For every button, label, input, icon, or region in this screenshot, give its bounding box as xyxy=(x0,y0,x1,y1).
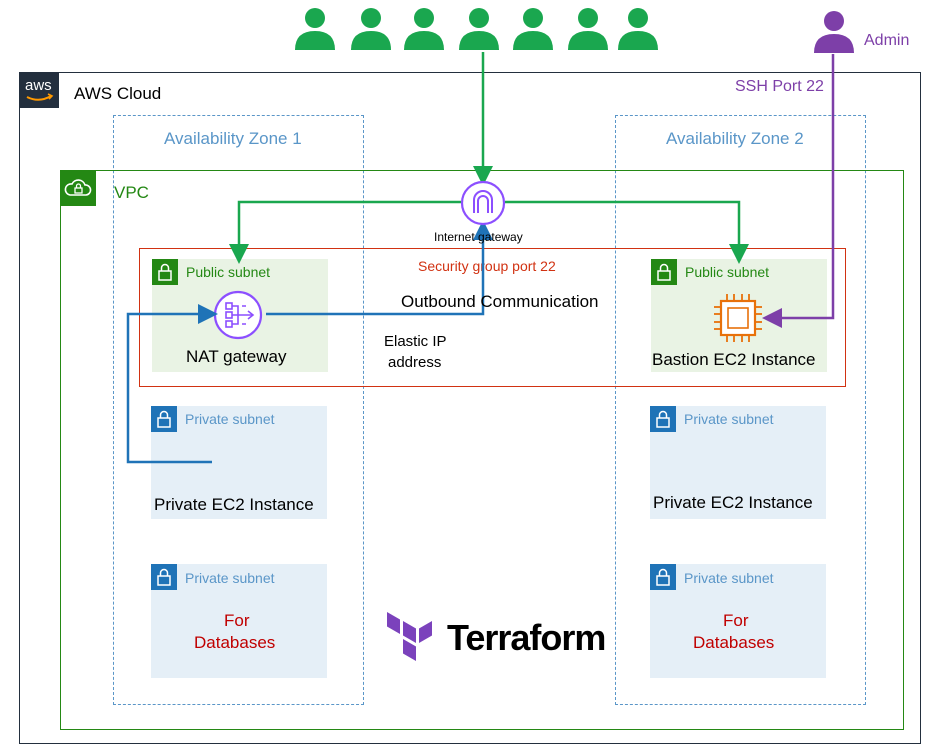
private-subnet-right-2 xyxy=(650,564,826,678)
terraform-label: Terraform xyxy=(447,617,606,658)
db-right-line1: For xyxy=(723,611,749,630)
aws-cloud-label: AWS Cloud xyxy=(74,84,162,103)
internet-gateway-label: Internet gateway xyxy=(434,230,523,244)
security-group-label: Security group port 22 xyxy=(418,258,556,274)
public-subnet-right-label: Public subnet xyxy=(685,264,770,280)
vpc-label: VPC xyxy=(114,183,149,202)
admin-ssh-line xyxy=(762,54,835,328)
ec2-instance-icon[interactable] xyxy=(709,289,767,347)
db-left-line1: For xyxy=(224,611,250,630)
user-icon xyxy=(351,8,391,50)
public-subnet-right-lock-icon xyxy=(651,259,677,285)
public-subnet-left-label: Public subnet xyxy=(186,264,271,280)
user-icon xyxy=(459,8,499,50)
private-ec2-right-label: Private EC2 Instance xyxy=(653,493,813,512)
public-subnet-left-lock-icon xyxy=(152,259,178,285)
private-subnet-right-1 xyxy=(650,406,826,519)
nat-gateway-label: NAT gateway xyxy=(186,347,287,366)
private-subnet-left-2-lock-icon xyxy=(151,564,177,590)
ssh-port-label: SSH Port 22 xyxy=(735,78,824,95)
igw-to-public-left-line xyxy=(229,200,461,264)
aws-logo-text: aws xyxy=(25,77,52,94)
private-subnet-right-2-label: Private subnet xyxy=(684,570,774,586)
admin-label: Admin xyxy=(864,32,910,49)
bastion-ec2-label: Bastion EC2 Instance xyxy=(652,350,816,369)
private-subnet-left-2 xyxy=(151,564,327,678)
outbound-label: Outbound Communication xyxy=(401,292,599,311)
nat-to-igw-line xyxy=(266,220,493,316)
aws-cloud-frame xyxy=(19,72,921,744)
nat-gateway-icon[interactable] xyxy=(212,289,264,341)
availability-zone-2 xyxy=(615,115,866,705)
az2-label: Availability Zone 2 xyxy=(666,129,804,148)
private-subnet-right-1-label: Private subnet xyxy=(684,411,774,427)
user-icon xyxy=(404,8,444,50)
vpc-cloud-icon xyxy=(60,170,96,206)
private-subnet-right-2-lock-icon xyxy=(650,564,676,590)
db-right-line2: Databases xyxy=(693,633,775,652)
admin-user-icon xyxy=(812,10,856,54)
availability-zone-1 xyxy=(113,115,364,705)
user-icon xyxy=(513,8,553,50)
user-icon xyxy=(618,8,658,50)
private-subnet-right-1-lock-icon xyxy=(650,406,676,432)
elastic-ip-line1: Elastic IP xyxy=(384,333,447,350)
user-icon xyxy=(568,8,608,50)
private-subnet-left-1-lock-icon xyxy=(151,406,177,432)
az1-label: Availability Zone 1 xyxy=(164,129,302,148)
db-left-line2: Databases xyxy=(194,633,276,652)
private-to-nat-line xyxy=(126,304,218,464)
terraform-logo-icon xyxy=(387,612,435,664)
security-group-frame xyxy=(139,248,846,387)
private-subnet-left-2-label: Private subnet xyxy=(185,570,275,586)
aws-logo-icon: aws xyxy=(19,72,59,108)
internet-gateway-icon[interactable] xyxy=(460,180,506,226)
users-group xyxy=(293,6,663,52)
private-subnet-left-1-label: Private subnet xyxy=(185,411,275,427)
user-icon xyxy=(295,8,335,50)
igw-to-public-right-line xyxy=(505,200,749,264)
private-ec2-left-label: Private EC2 Instance xyxy=(154,495,314,514)
elastic-ip-line2: address xyxy=(388,354,442,371)
